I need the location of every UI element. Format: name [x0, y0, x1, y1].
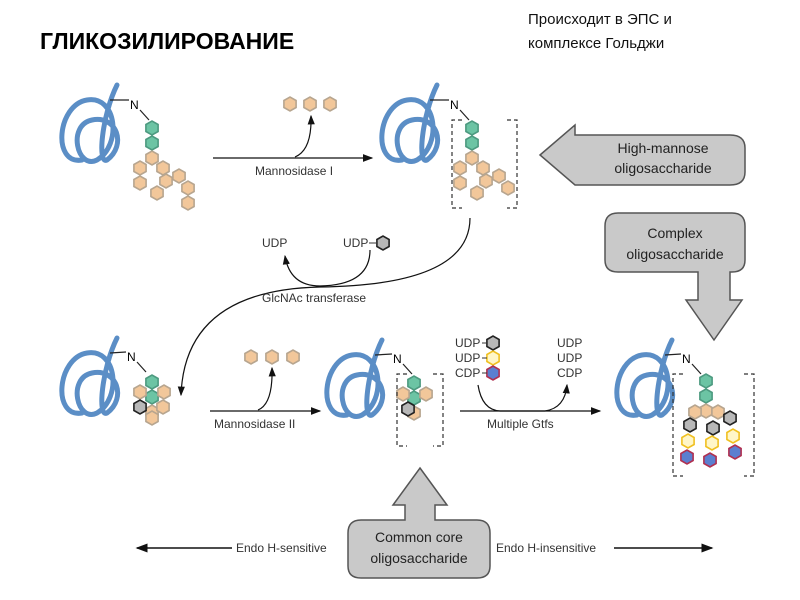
endo-h-sensitive-label: Endo H-sensitive [236, 541, 327, 555]
glcnac-product-label: UDP [262, 236, 287, 250]
complex-line-1: Complex [647, 225, 702, 241]
glcnac-core-hex [145, 374, 159, 390]
high-mannose-line-2: oligosaccharide [614, 160, 711, 176]
glcnac-hex [486, 335, 500, 351]
mannose-hex [181, 180, 195, 196]
mannose-hex [133, 160, 147, 176]
mannose-hex [283, 96, 297, 112]
galactose-hex [681, 433, 695, 449]
glcnac-core-hex [407, 375, 421, 391]
mannose-hex [157, 384, 171, 400]
nitrogen-label: N [450, 98, 459, 112]
note-line-2: комплексе Гольджи [528, 35, 665, 52]
high-mannose-line-1: High-mannose [617, 140, 708, 156]
glcnac-core-hex [699, 388, 713, 404]
mannose-hex [145, 410, 159, 426]
mannose-hex [303, 96, 317, 112]
glcnac-hex [376, 235, 390, 251]
common-core-line-2: oligosaccharide [370, 550, 467, 566]
galactose-hex [726, 428, 740, 444]
nitrogen-label: N [130, 98, 139, 112]
nitrogen-label: N [682, 352, 691, 366]
mannosidase2-release-arrow [257, 366, 276, 411]
donor-udp-2: UDP [455, 351, 480, 365]
high-mannose-callout [538, 123, 746, 186]
mannose-hex [492, 168, 506, 184]
galactose-hex [486, 350, 500, 366]
glcnac-core-hex [465, 120, 479, 136]
mannose-hex [501, 180, 515, 196]
mannose-hex [286, 349, 300, 365]
glcnac-core-hex [145, 135, 159, 151]
glcnac-core-hex [699, 373, 713, 389]
mannose-hex [156, 160, 170, 176]
nitrogen-label: N [127, 350, 136, 364]
glcnac-hex [401, 401, 415, 417]
gtfs-label: Multiple Gtfs [487, 417, 554, 431]
mannose-hex [244, 349, 258, 365]
complex-callout [604, 212, 746, 342]
mannose-hex [453, 175, 467, 191]
mannosidase2-label: Mannosidase II [214, 417, 295, 431]
mannose-hex [133, 384, 147, 400]
page-title: ГЛИКОЗИЛИРОВАНИЕ [40, 28, 295, 54]
glcnac-hex [133, 399, 147, 415]
common-core-line-1: Common core [375, 529, 463, 545]
product-cdp: CDP [557, 366, 582, 380]
mannose-hex [323, 96, 337, 112]
common-core-callout [347, 466, 491, 579]
note-line-1: Происходит в ЭПС и [528, 11, 672, 28]
mannose-hex [145, 150, 159, 166]
glcnac-core-hex [465, 135, 479, 151]
protein-chain: N [59, 335, 147, 417]
mannose-hex [133, 175, 147, 191]
complex-line-2: oligosaccharide [626, 246, 723, 262]
glcnac-path-arrow [177, 217, 471, 397]
donor-cdp: CDP [455, 366, 480, 380]
mannose-hex [453, 160, 467, 176]
mannose-hex [465, 150, 479, 166]
product-udp-2: UDP [557, 351, 582, 365]
mannose-hex [688, 404, 702, 420]
protein-chain: N [324, 337, 413, 419]
glcnac-label: GlcNAc transferase [262, 291, 366, 305]
endo-h-insensitive-label: Endo H-insensitive [496, 541, 596, 555]
donor-udp-1: UDP [455, 336, 480, 350]
glcnac-donor-arrow [282, 249, 371, 287]
mannose-hex [476, 160, 490, 176]
sialic-acid-hex [703, 452, 717, 468]
mannose-hex [711, 404, 725, 420]
mannose-hex [150, 185, 164, 201]
glcnac-hex [683, 417, 697, 433]
product-udp-1: UDP [557, 336, 582, 350]
mannose-hex [419, 386, 433, 402]
protein-chain: N [379, 82, 470, 164]
mannose-hex [159, 173, 173, 189]
glcnac-core-hex [145, 120, 159, 136]
mannose-hex [172, 168, 186, 184]
core-box-2 [396, 373, 444, 447]
galactose-hex [705, 435, 719, 451]
mannose-hex [181, 195, 195, 211]
glcnac-core-hex [145, 389, 159, 405]
mannose-hex [396, 386, 410, 402]
glcnac-hex [706, 420, 720, 436]
sialic-acid-hex [486, 365, 500, 381]
sialic-acid-hex [680, 449, 694, 465]
protein-chain: N [59, 82, 150, 164]
mannose-hex [470, 185, 484, 201]
mannose-hex [265, 349, 279, 365]
sialic-acid-hex [728, 444, 742, 460]
mannosidase1-release-arrow [294, 114, 315, 158]
protein-chain: N [614, 337, 702, 419]
mannosidase1-label: Mannosidase I [255, 164, 333, 178]
nitrogen-label: N [393, 352, 402, 366]
mannose-hex [156, 399, 170, 415]
glcnac-donor-label: UDP [343, 236, 368, 250]
glcnac-hex [723, 410, 737, 426]
gtfs-donor-arrow [477, 383, 570, 412]
mannose-hex [479, 173, 493, 189]
location-note: Происходит в ЭПС и комплексе Гольджи [528, 8, 672, 56]
